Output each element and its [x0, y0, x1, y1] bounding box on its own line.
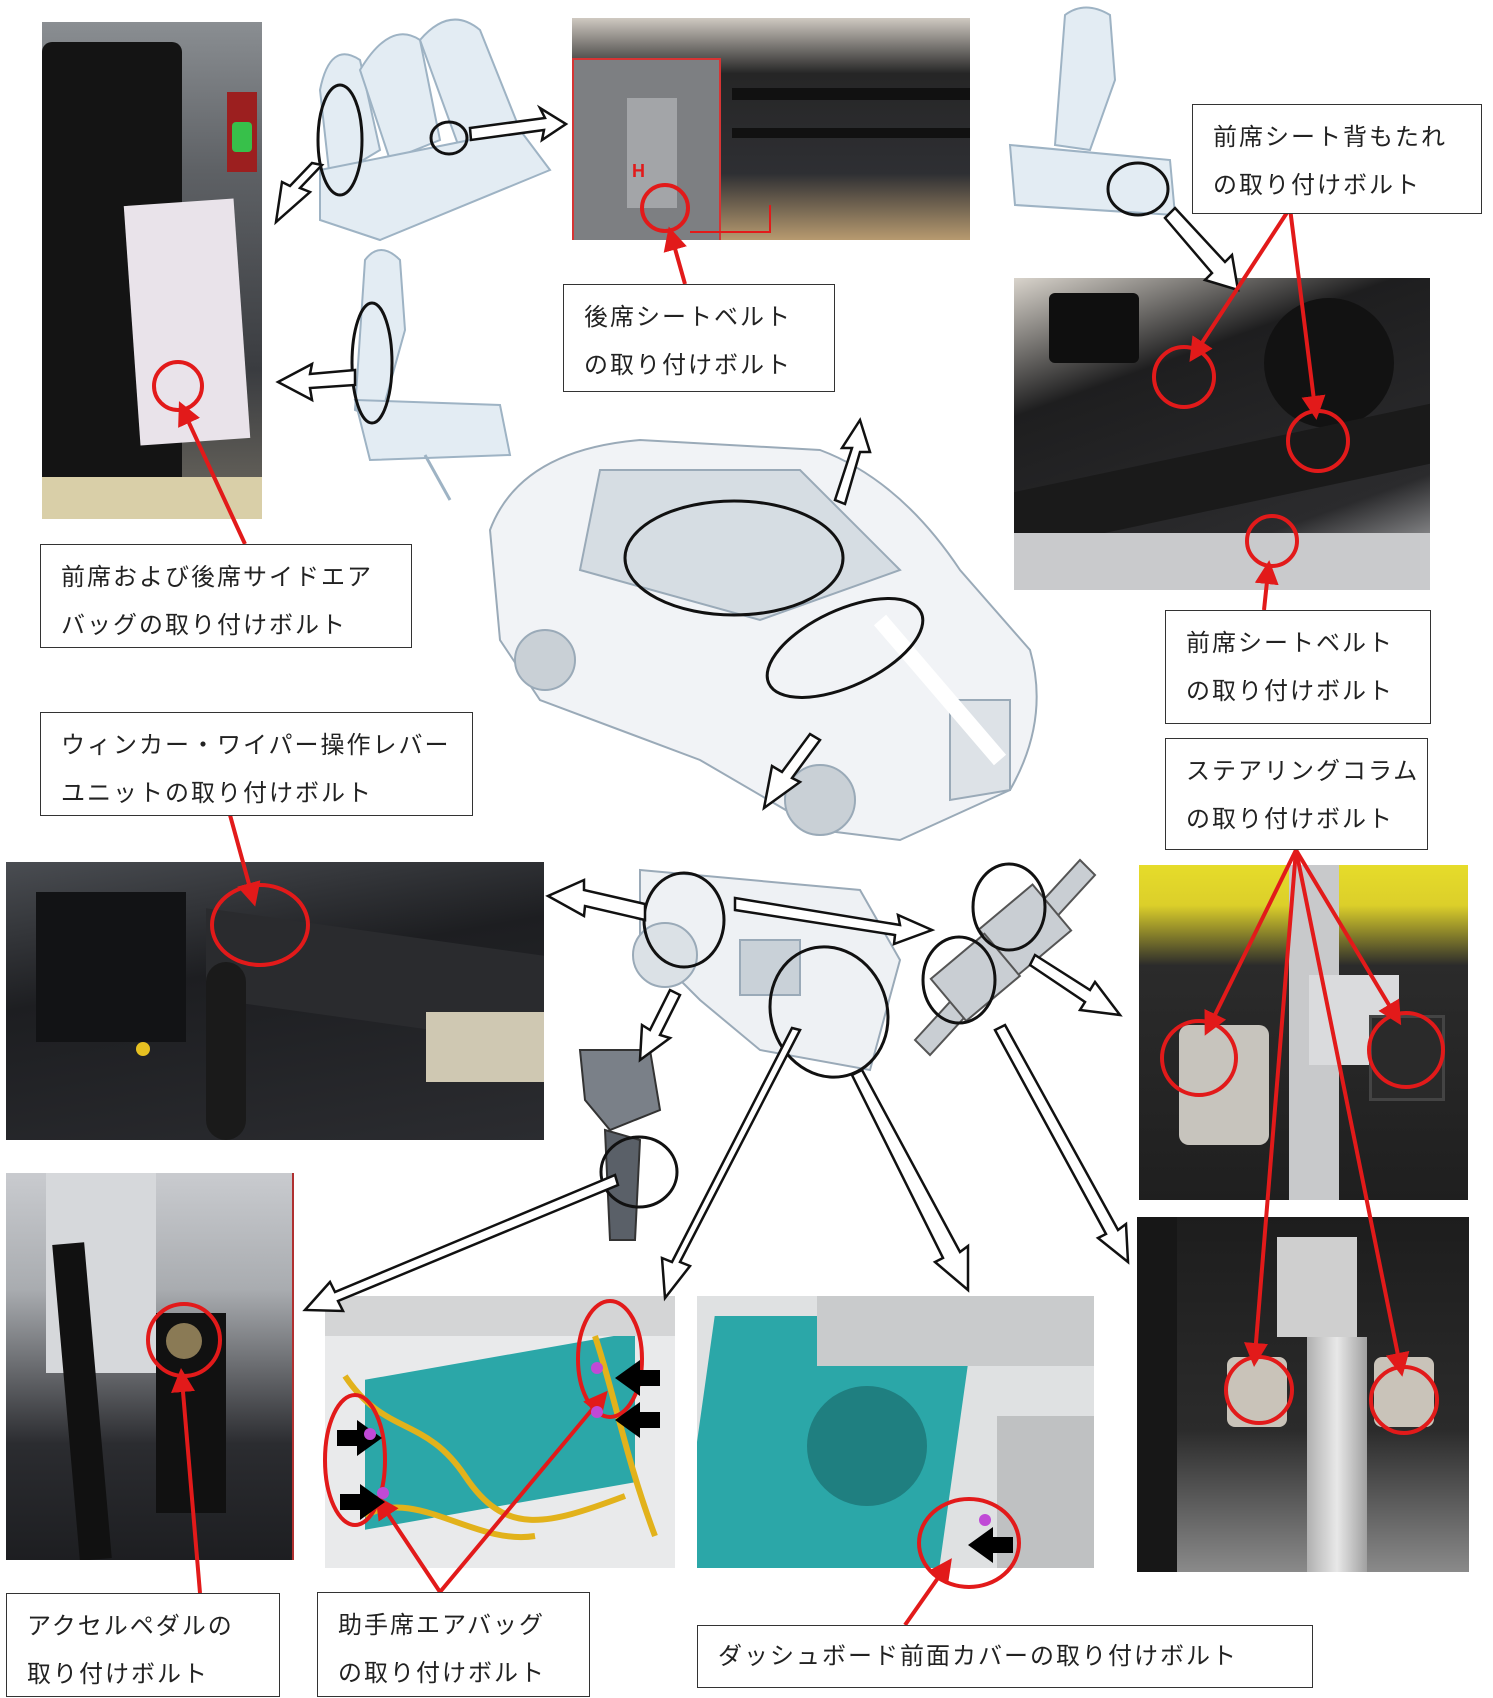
steering-column-photo-upper: [1139, 865, 1468, 1200]
wiper-lever-photo: [6, 862, 544, 1140]
front-seat-drawing-right: [1008, 6, 1177, 217]
side-airbag-photo: [42, 22, 262, 519]
dashboard-drawing: [632, 868, 902, 1072]
dashboard-cover-render: [697, 1296, 1094, 1568]
label-dashboard-cover-bolt: ダッシュボード前面カバーの取り付けボルト: [697, 1625, 1313, 1688]
label-steering-column-bolt: ステアリングコラム の取り付けボルト: [1165, 738, 1428, 850]
label-wiper-lever-bolt: ウィンカー・ワイパー操作レバー ユニットの取り付けボルト: [40, 712, 473, 816]
accel-pedal-photo: [6, 1173, 294, 1560]
label-front-seatbelt-bolt: 前席シートベルト の取り付けボルト: [1165, 610, 1431, 724]
cad-bolt-markers: [364, 1362, 991, 1526]
label-front-seatback-bolt: 前席シート背もたれ の取り付けボルト: [1192, 104, 1482, 214]
rear-seatbelt-photo: [572, 18, 970, 240]
accel-pedal-drawing: [578, 1049, 662, 1241]
front-seat-drawing-left: [353, 249, 512, 501]
rear-seatbelt-bracket: [690, 205, 771, 233]
label-rear-seatbelt-bolt: 後席シートベルト の取り付けボルト: [563, 284, 835, 392]
suv-drawing: [488, 438, 1038, 842]
red-pointer-arrows: [171, 206, 1410, 1627]
callout-arrows: [274, 104, 1240, 1313]
label-accel-pedal-bolt: アクセルペダルの 取り付けボルト: [6, 1593, 280, 1697]
label-passenger-airbag-bolt: 助手席エアバッグ の取り付けボルト: [317, 1592, 590, 1697]
marker-letter-h: H: [632, 161, 645, 181]
front-seatback-photo: [1014, 278, 1430, 590]
cad-bolt-arrows: [337, 1360, 1013, 1563]
steering-column-photo-lower: [1137, 1217, 1469, 1572]
steering-column-drawing: [913, 858, 1097, 1057]
label-side-airbag-bolt: 前席および後席サイドエア バッグの取り付けボルト: [40, 544, 412, 648]
